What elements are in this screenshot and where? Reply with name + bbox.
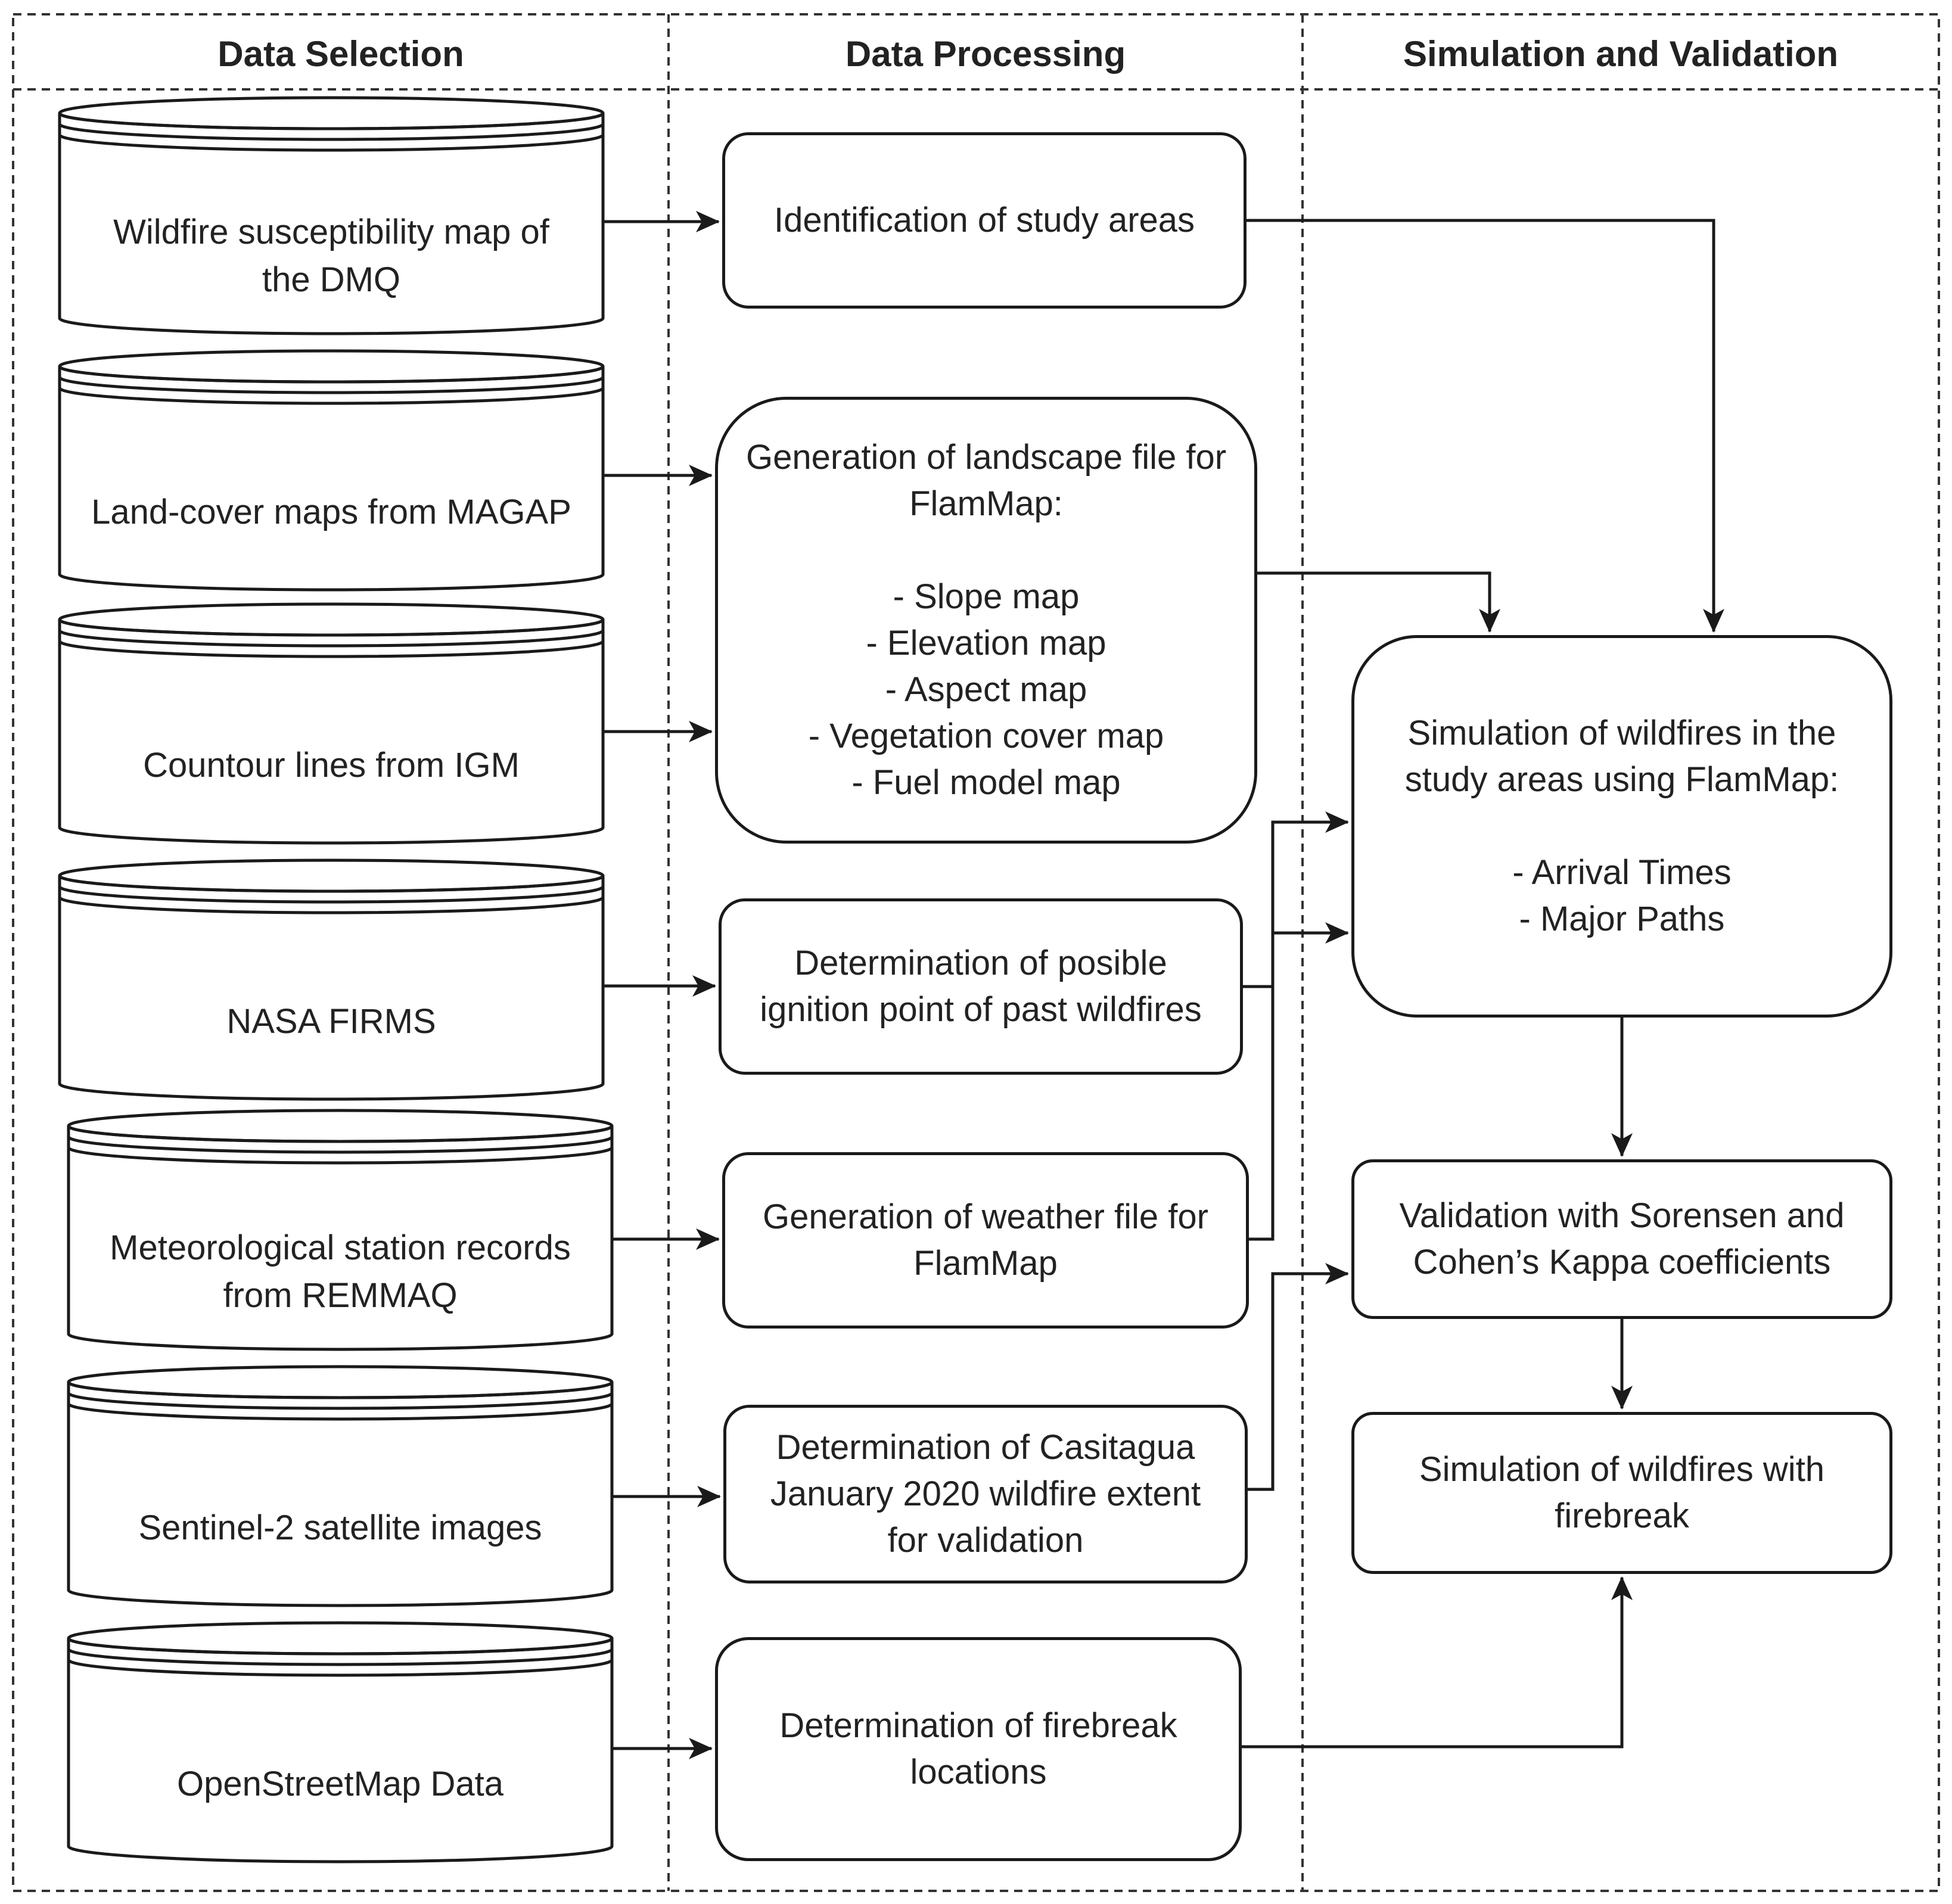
database-cylinder bbox=[67, 1109, 614, 1351]
source-sentinel-2-images: Sentinel-2 satellite images bbox=[138, 1508, 542, 1547]
lane-header-simulation-validation: Simulation and Validation bbox=[1403, 33, 1839, 74]
simulation-wildfires-with-firebreak: Simulation of wildfires with firebreak bbox=[1351, 1412, 1892, 1574]
process-casitagua-wildfire-extent: Determination of Casitagua January 2020 … bbox=[723, 1405, 1248, 1583]
database-cylinder bbox=[67, 1621, 614, 1863]
connector-arrow bbox=[1247, 219, 1724, 633]
source-nasa-firms: NASA FIRMS bbox=[226, 1002, 436, 1041]
source-land-cover-maps: Land-cover maps from MAGAP bbox=[91, 493, 571, 531]
process-weather-file-generation: Generation of weather file for FlamMap bbox=[722, 1152, 1249, 1329]
database-cylinder bbox=[58, 858, 605, 1101]
source-wildfire-susceptibility-map: Wildfire susceptibility map of the DMQ bbox=[113, 213, 549, 299]
swimlane-frame bbox=[12, 13, 1940, 1892]
database-cylinder bbox=[58, 602, 605, 845]
lane-header-data-selection: Data Selection bbox=[217, 33, 464, 74]
database-cylinder bbox=[58, 349, 605, 592]
connector-arrow bbox=[1243, 811, 1349, 988]
process-landscape-file-generation: Generation of landscape file for FlamMap… bbox=[715, 397, 1257, 844]
database-cylinder bbox=[67, 1365, 614, 1607]
source-meteorological-records: Meteorological station records from REMM… bbox=[110, 1228, 571, 1315]
source-openstreetmap-data: OpenStreetMap Data bbox=[176, 1765, 504, 1803]
source-contour-lines: Countour lines from IGM bbox=[143, 746, 520, 785]
process-identification-of-study-areas: Identification of study areas bbox=[722, 132, 1247, 309]
process-firebreak-locations: Determination of firebreak locations bbox=[715, 1637, 1242, 1861]
database-cylinder bbox=[58, 96, 605, 335]
connector-arrow bbox=[1257, 571, 1500, 633]
process-ignition-point-determination: Determination of posible ignition point … bbox=[719, 898, 1243, 1075]
validation-sorensen-kappa: Validation with Sorensen and Cohen’s Kap… bbox=[1351, 1159, 1892, 1319]
connector-arrow bbox=[1249, 922, 1349, 1241]
simulation-wildfires-flammap: Simulation of wildfires in the study are… bbox=[1351, 635, 1892, 1018]
connector-arrow bbox=[1242, 1576, 1633, 1749]
connector-arrow bbox=[1248, 1263, 1349, 1491]
lane-header-data-processing: Data Processing bbox=[845, 33, 1126, 74]
